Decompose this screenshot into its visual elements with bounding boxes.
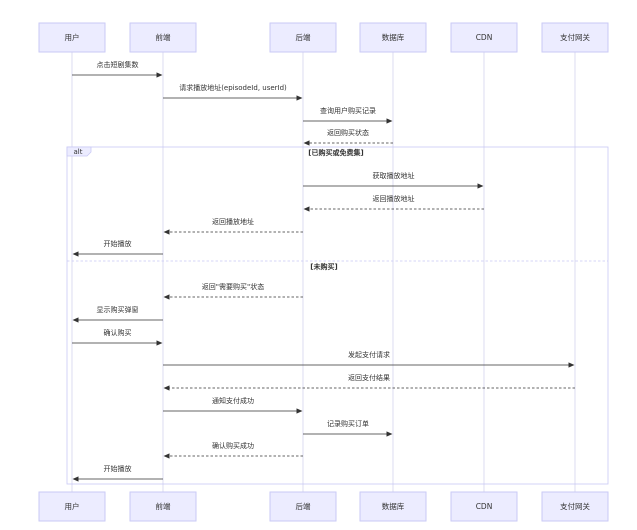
participant-label: 后端 <box>296 501 311 511</box>
participant-frontend-top: 前端 <box>129 22 197 53</box>
participant-box <box>38 22 106 53</box>
participant-cdn-bottom: CDN <box>450 491 518 522</box>
alt-frame-label: alt <box>74 148 83 156</box>
participant-box <box>269 22 337 53</box>
alt-frame <box>66 146 609 485</box>
message-label: 确认购买 <box>104 328 132 337</box>
participant-box <box>359 491 427 522</box>
participant-box <box>450 22 518 53</box>
message-label: 显示购买弹窗 <box>97 305 139 314</box>
participant-box <box>359 22 427 53</box>
participant-box <box>269 491 337 522</box>
message-9: 返回"需要购买"状态 <box>163 282 303 300</box>
participant-label: 数据库 <box>382 32 405 42</box>
participant-backend-bottom: 后端 <box>269 491 337 522</box>
message-label: 确认购买成功 <box>212 441 254 450</box>
participant-backend-top: 后端 <box>269 22 337 53</box>
participant-user-bottom: 用户 <box>38 491 106 522</box>
participant-label: 前端 <box>156 501 171 511</box>
arrowhead <box>163 229 170 235</box>
message-17: 开始播放 <box>72 464 163 482</box>
participant-pay-top: 支付网关 <box>541 22 609 53</box>
arrowhead <box>303 140 310 146</box>
message-2: 请求播放地址(episodeId, userId) <box>163 83 303 101</box>
participant-label: 后端 <box>296 32 311 42</box>
participant-db-top: 数据库 <box>359 22 427 53</box>
arrowhead <box>386 118 393 124</box>
participant-box <box>129 22 197 53</box>
arrowhead <box>163 453 170 459</box>
message-label: 返回支付结果 <box>348 373 390 382</box>
arrowhead <box>163 385 170 391</box>
message-11: 确认购买 <box>72 328 163 346</box>
message-1: 点击短剧集数 <box>72 60 163 78</box>
arrowhead <box>72 476 79 482</box>
message-label: 返回播放地址 <box>373 194 415 203</box>
participant-label: 前端 <box>156 32 171 42</box>
message-label: 开始播放 <box>104 239 132 248</box>
message-label: 请求播放地址(episodeId, userId) <box>179 83 287 92</box>
arrowhead <box>72 317 79 323</box>
arrowhead <box>568 362 575 368</box>
arrowhead <box>296 408 303 414</box>
message-label: 查询用户购买记录 <box>320 106 376 115</box>
participant-label: 支付网关 <box>560 501 590 511</box>
message-4: 返回购买状态 <box>303 128 393 146</box>
message-7: 返回播放地址 <box>163 217 303 235</box>
arrowhead <box>72 251 79 257</box>
alt-frame-tag <box>66 146 92 157</box>
arrowhead <box>156 340 163 346</box>
message-label: 获取播放地址 <box>373 171 415 180</box>
arrowhead <box>386 431 393 437</box>
message-14: 通知支付成功 <box>163 396 303 414</box>
participant-box <box>450 491 518 522</box>
arrowhead <box>303 206 310 212</box>
participant-frontend-bottom: 前端 <box>129 491 197 522</box>
message-12: 发起支付请求 <box>163 350 575 368</box>
participant-user-top: 用户 <box>38 22 106 53</box>
alt-condition-1: [已购买或免费集] <box>308 148 363 157</box>
alt-condition-2: [未购买] <box>310 262 337 271</box>
participant-label: 支付网关 <box>560 32 590 42</box>
participant-cdn-top: CDN <box>450 22 518 53</box>
message-16: 确认购买成功 <box>163 441 303 459</box>
message-label: 通知支付成功 <box>212 396 254 405</box>
message-label: 返回播放地址 <box>212 217 254 226</box>
message-6: 返回播放地址 <box>303 194 484 212</box>
arrowhead <box>163 294 170 300</box>
participant-label: CDN <box>476 33 493 42</box>
participant-label: 用户 <box>65 501 80 511</box>
message-label: 开始播放 <box>104 464 132 473</box>
message-15: 记录购买订单 <box>303 419 393 437</box>
participant-pay-bottom: 支付网关 <box>541 491 609 522</box>
participant-box <box>541 491 609 522</box>
message-label: 发起支付请求 <box>348 350 390 359</box>
message-3: 查询用户购买记录 <box>303 106 393 124</box>
participant-db-bottom: 数据库 <box>359 491 427 522</box>
participant-label: 用户 <box>65 32 80 42</box>
participant-box <box>129 491 197 522</box>
participant-box <box>541 22 609 53</box>
message-label: 返回购买状态 <box>327 128 369 137</box>
arrowhead <box>477 183 484 189</box>
message-label: 点击短剧集数 <box>97 60 139 69</box>
participant-box <box>38 491 106 522</box>
message-5: 获取播放地址 <box>303 171 484 189</box>
participant-label: 数据库 <box>382 501 405 511</box>
message-label: 返回"需要购买"状态 <box>202 282 264 291</box>
message-8: 开始播放 <box>72 239 163 257</box>
participant-label: CDN <box>476 502 493 511</box>
message-10: 显示购买弹窗 <box>72 305 163 323</box>
message-13: 返回支付结果 <box>163 373 575 391</box>
arrowhead <box>296 95 303 101</box>
arrowhead <box>156 72 163 78</box>
message-label: 记录购买订单 <box>327 419 369 428</box>
